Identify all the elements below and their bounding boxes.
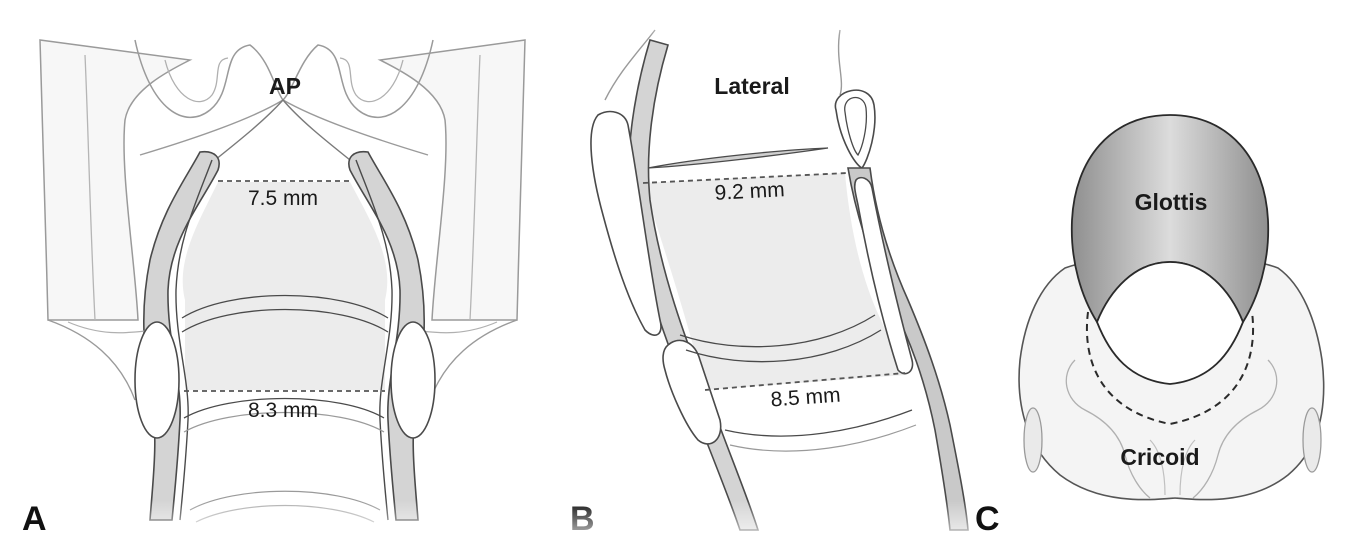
view-label-ap: AP <box>269 73 301 99</box>
cricoid-label: Cricoid <box>1120 444 1199 470</box>
panel-a: AP 7.5 mm 8.3 mm A <box>22 40 525 538</box>
vestibule-edge <box>215 100 350 160</box>
left-arytenoid <box>135 322 179 438</box>
right-arytenoid <box>391 322 435 438</box>
cricothyroid-ligament <box>48 320 135 400</box>
panel-letter-a: A <box>22 500 47 538</box>
epiglottis-outline <box>839 30 842 95</box>
tracheal-ring <box>725 410 912 436</box>
lower-measure-label: 8.3 mm <box>248 399 318 422</box>
upper-measure-label: 7.5 mm <box>248 187 318 210</box>
glottis-label: Glottis <box>1135 189 1208 215</box>
panel-b: Lateral 9.2 mm 8.5 mm B <box>570 30 968 538</box>
panel-letter-c: C <box>975 500 1000 538</box>
bottom-fade <box>140 500 970 552</box>
upper-measure-label: 9.2 mm <box>714 178 785 205</box>
cricothyroid-ligament <box>430 320 517 400</box>
panel-c: Glottis Cricoid C <box>975 115 1324 538</box>
top-fade <box>0 0 1000 38</box>
subglottic-airway <box>183 182 388 390</box>
cricoid-facet <box>1024 408 1042 472</box>
cricoid-facet <box>1303 408 1321 472</box>
view-label-lateral: Lateral <box>714 73 789 99</box>
vocal-cord <box>648 148 828 168</box>
lower-measure-label: 8.5 mm <box>770 384 841 412</box>
tracheal-ring <box>730 425 916 451</box>
